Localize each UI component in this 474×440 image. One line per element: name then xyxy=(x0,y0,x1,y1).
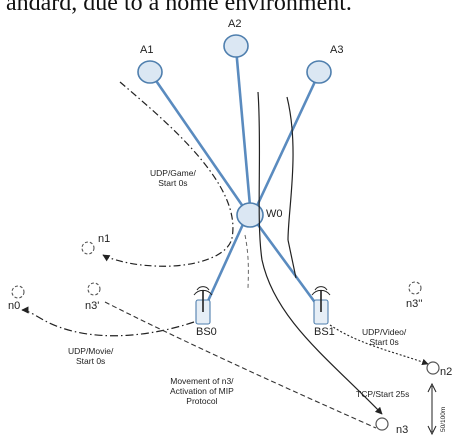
router-w0-node xyxy=(236,202,264,228)
udp-video-label-line-2: Start 0s xyxy=(369,337,399,347)
base-station-bs0-icon xyxy=(193,286,213,325)
a3-label: A3 xyxy=(330,44,344,56)
n3-prime-label: n3' xyxy=(85,300,100,312)
node-n3-double-prime xyxy=(408,281,422,295)
udp-video-label: UDP/Video/ Start 0s xyxy=(362,327,406,347)
udp-movie-label: UDP/Movie/ Start 0s xyxy=(68,346,113,366)
udp-video-label-line-1: UDP/Video/ xyxy=(362,327,407,337)
node-n3-prime xyxy=(87,282,101,296)
tcp-flow-path xyxy=(257,91,383,415)
access-point-a2-node xyxy=(223,34,249,58)
udp-game-label: UDP/Game/ Start 0s xyxy=(150,168,196,188)
udp-game-label-line-1: UDP/Game/ xyxy=(150,168,196,178)
movement-path xyxy=(244,234,249,291)
n1-label: n1 xyxy=(98,233,111,245)
udp-game-label-line-2: Start 0s xyxy=(158,178,188,188)
a2-label: A2 xyxy=(228,18,242,30)
node-n3 xyxy=(375,417,389,431)
tcp-flow-path-outer xyxy=(286,96,294,241)
tcp-label-line-1: TCP/Start 25s xyxy=(356,389,410,399)
movement-label-line-3: Protocol xyxy=(186,396,218,406)
n3-double-prime-label: n3'' xyxy=(406,298,423,310)
range-scale-ruler xyxy=(427,382,437,436)
bs0-label: BS0 xyxy=(196,326,217,338)
udp-video-flow-path xyxy=(329,324,429,366)
link-a1-w0 xyxy=(148,71,246,209)
top-caption-text: andard, due to a home environment. xyxy=(6,0,352,16)
udp-movie-flow-path xyxy=(21,306,195,337)
tcp-flow-path-lower xyxy=(287,239,297,279)
n3-label: n3 xyxy=(396,424,409,436)
n0-label: n0 xyxy=(8,300,21,312)
n3-movement-dashed-line xyxy=(104,301,377,429)
node-n2 xyxy=(426,361,440,375)
base-station-bs1-icon xyxy=(311,286,331,325)
link-a2-w0 xyxy=(234,47,252,207)
link-w0-bs1 xyxy=(254,221,324,313)
bs1-label: BS1 xyxy=(314,326,335,338)
udp-movie-label-line-2: Start 0s xyxy=(76,356,106,366)
movement-label-line-2: Activation of MIP xyxy=(170,386,234,396)
n2-label: n2 xyxy=(440,366,453,378)
node-n0 xyxy=(11,285,25,299)
w0-label: W0 xyxy=(266,208,283,220)
link-w0-bs0 xyxy=(201,221,246,313)
movement-label-line-1: Movement of n3/ xyxy=(170,376,234,386)
a1-label: A1 xyxy=(140,44,154,56)
link-a3-w0 xyxy=(254,72,321,209)
udp-game-flow-path xyxy=(102,81,234,267)
tcp-label: TCP/Start 25s xyxy=(356,389,409,399)
access-point-a3-node xyxy=(306,60,332,84)
movement-label: Movement of n3/ Activation of MIP Protoc… xyxy=(170,376,234,406)
scale-label: 50/100m xyxy=(440,406,447,432)
udp-movie-label-line-1: UDP/Movie/ xyxy=(68,346,114,356)
access-point-a1-node xyxy=(137,60,163,84)
node-n1 xyxy=(81,241,95,255)
